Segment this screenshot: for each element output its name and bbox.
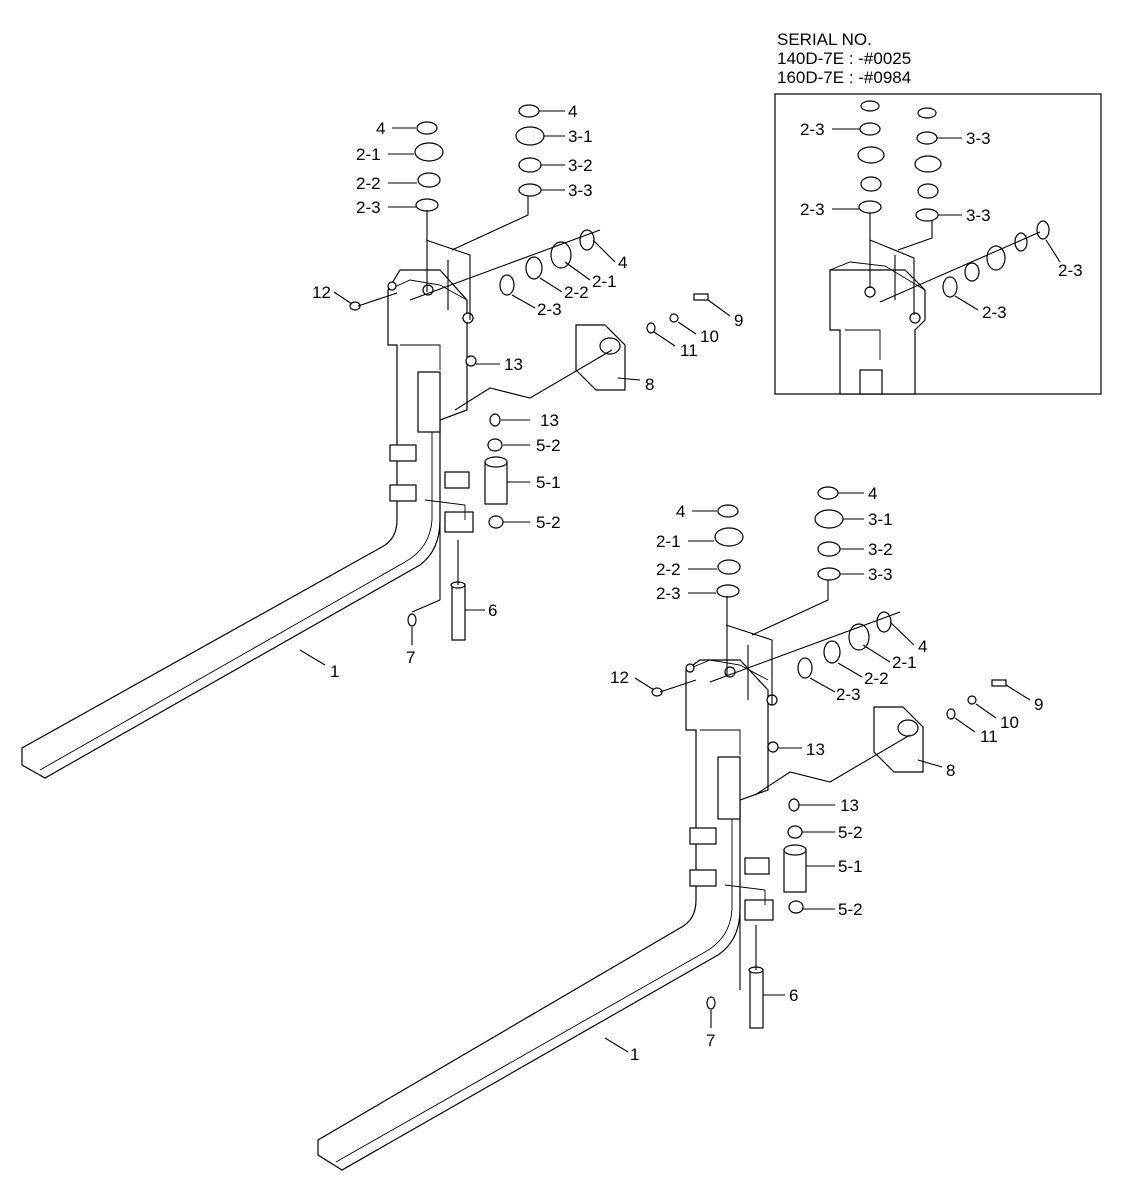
label-2-3: 2-3 — [537, 300, 562, 319]
fork-body-upper — [21, 269, 474, 779]
right-seal-stack-upper — [515, 104, 545, 197]
label-2-3: 2-3 — [836, 685, 861, 704]
label-2-3: 2-3 — [656, 584, 681, 603]
label-2-2: 2-2 — [356, 174, 381, 193]
label-10: 10 — [700, 327, 719, 346]
label-13: 13 — [806, 740, 825, 759]
pin-bushing-set-lower — [651, 687, 807, 1029]
inset-label-2-3: 2-3 — [800, 200, 825, 219]
label-2-1: 2-1 — [892, 653, 917, 672]
label-13: 13 — [540, 411, 559, 430]
leader-lines-lower — [604, 492, 1031, 1053]
pin-bushing-set-upper — [349, 301, 508, 641]
serial-title: SERIAL NO. — [777, 30, 872, 49]
label-11: 11 — [680, 341, 698, 360]
label-3-3: 3-3 — [568, 181, 593, 200]
label-2-1: 2-1 — [592, 272, 617, 291]
label-7: 7 — [406, 648, 415, 667]
label-2-3: 2-3 — [356, 198, 381, 217]
label-13: 13 — [840, 796, 859, 815]
label-2-2: 2-2 — [564, 283, 589, 302]
label-5-2: 5-2 — [536, 436, 561, 455]
serial-line-160d: 160D-7E : -#0984 — [777, 68, 912, 87]
fork-assembly-upper: 4 2-1 2-2 2-3 4 3-1 3-2 3-3 4 2-1 2-2 2-… — [21, 102, 743, 779]
cover-plate-upper — [575, 293, 709, 391]
inset-seal-stacks — [857, 100, 1050, 298]
label-3-1: 3-1 — [868, 510, 893, 529]
serial-line-140d: 140D-7E : -#0025 — [777, 49, 912, 68]
inset-labels: 2-3 2-3 3-3 3-3 2-3 2-3 — [800, 120, 1083, 322]
label-5-1: 5-1 — [838, 857, 863, 876]
label-11: 11 — [980, 727, 998, 746]
label-10: 10 — [1000, 713, 1019, 732]
label-3-2: 3-2 — [568, 156, 593, 175]
side-seal-stack-upper — [499, 229, 595, 296]
label-3-1: 3-1 — [568, 127, 593, 146]
leader-lines-upper — [299, 110, 731, 666]
inset-label-2-3: 2-3 — [1058, 261, 1083, 280]
label-5-1: 5-1 — [536, 473, 561, 492]
label-6: 6 — [488, 601, 497, 620]
inset-label-2-3: 2-3 — [982, 303, 1007, 322]
label-3-3: 3-3 — [868, 565, 893, 584]
cover-plate-lower — [873, 679, 1007, 773]
label-4: 4 — [918, 637, 927, 656]
label-9: 9 — [734, 311, 743, 330]
labels-lower: 4 2-1 2-2 2-3 4 3-1 3-2 3-3 4 2-1 2-2 2-… — [610, 484, 1043, 1064]
left-seal-stack-lower — [714, 504, 744, 598]
label-12: 12 — [610, 668, 629, 687]
label-12: 12 — [312, 283, 331, 302]
label-5-2: 5-2 — [838, 823, 863, 842]
label-13: 13 — [504, 355, 523, 374]
label-2-2: 2-2 — [864, 669, 889, 688]
label-4: 4 — [676, 502, 685, 521]
label-5-2: 5-2 — [536, 513, 561, 532]
inset-label-3-3: 3-3 — [966, 129, 991, 148]
inset-label-3-3: 3-3 — [966, 206, 991, 225]
serial-variant-inset: 2-3 2-3 3-3 3-3 2-3 2-3 — [774, 93, 1102, 395]
fork-body-lower — [317, 659, 778, 1171]
label-3-2: 3-2 — [868, 540, 893, 559]
fork-assembly-lower: 4 2-1 2-2 2-3 4 3-1 3-2 3-3 4 2-1 2-2 2-… — [317, 484, 1043, 1171]
label-2-1: 2-1 — [356, 145, 381, 164]
right-seal-stack-lower — [814, 486, 844, 581]
label-5-2: 5-2 — [838, 900, 863, 919]
left-seal-stack-upper — [414, 121, 444, 212]
label-1: 1 — [330, 662, 339, 681]
label-2-2: 2-2 — [656, 560, 681, 579]
inset-fork-top — [829, 261, 926, 395]
labels-upper: 4 2-1 2-2 2-3 4 3-1 3-2 3-3 4 2-1 2-2 2-… — [312, 102, 743, 681]
serial-note: SERIAL NO. 140D-7E : -#0025 160D-7E : -#… — [777, 30, 911, 87]
label-2-1: 2-1 — [656, 532, 681, 551]
label-4: 4 — [376, 119, 385, 138]
label-9: 9 — [1034, 695, 1043, 714]
inset-frame — [774, 93, 1102, 395]
label-1: 1 — [630, 1045, 639, 1064]
label-4: 4 — [568, 102, 577, 121]
label-4: 4 — [618, 253, 627, 272]
inset-leader-lines — [832, 128, 1061, 315]
inset-label-2-3: 2-3 — [800, 120, 825, 139]
label-8: 8 — [946, 761, 955, 780]
label-4: 4 — [868, 484, 877, 503]
label-7: 7 — [706, 1031, 715, 1050]
label-6: 6 — [789, 986, 798, 1005]
label-8: 8 — [645, 375, 654, 394]
